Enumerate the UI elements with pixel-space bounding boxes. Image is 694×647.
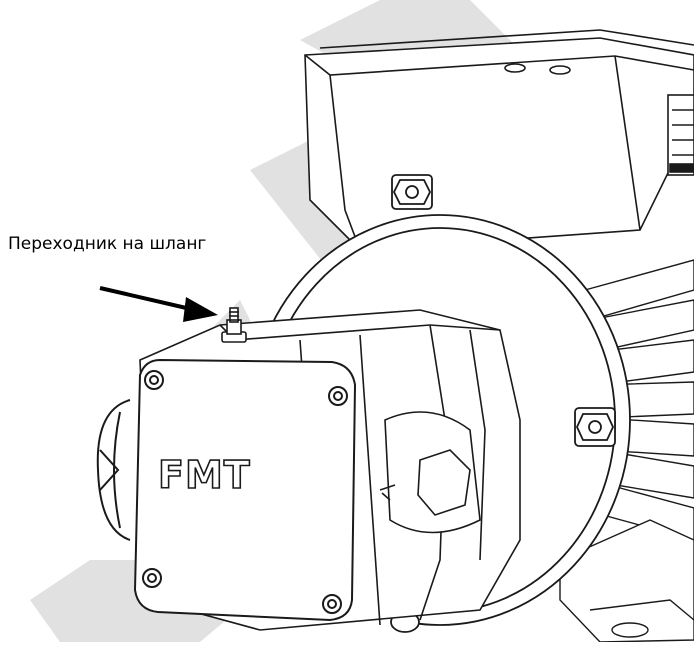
motor-top-box (304, 37, 694, 251)
motor-housing (304, 29, 694, 251)
front-cover (96, 358, 357, 622)
callout-arrow (99, 286, 218, 322)
nameplate (667, 94, 694, 176)
cover-bolt-bottom-left (142, 568, 162, 588)
hose-adapter-label: Переходник на шланг (8, 234, 207, 254)
cover-bolt-top-left (144, 370, 164, 390)
cover-bolt-top-right (328, 386, 348, 406)
motor-feet (559, 519, 694, 643)
hose-adapter (221, 307, 247, 343)
cover-plate (133, 358, 357, 622)
logo-text: FMT (158, 453, 251, 497)
cover-bolt-bottom-right (322, 594, 342, 614)
